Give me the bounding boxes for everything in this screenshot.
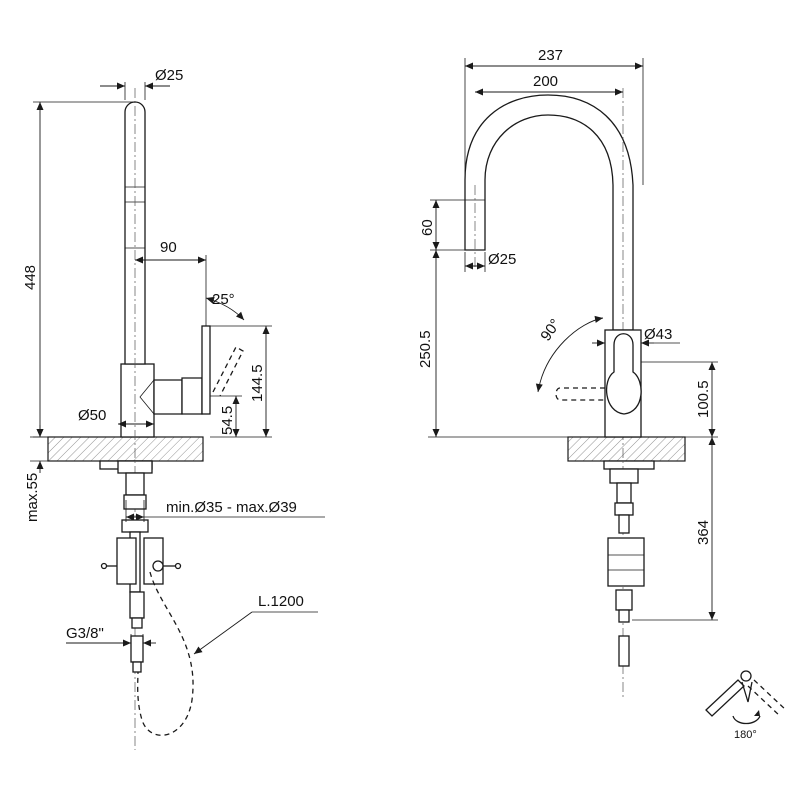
- front-dim-under-length: 364: [695, 520, 712, 545]
- front-dim-lever-angle: 90°: [537, 316, 564, 344]
- front-dim-spray-length: 60: [419, 219, 436, 236]
- side-dim-hole-diameter: min.Ø35 - max.Ø39: [166, 499, 297, 516]
- front-spout: [464, 94, 634, 331]
- side-dim-spout-diameter: Ø25: [155, 67, 183, 84]
- front-countertop: [567, 436, 686, 462]
- front-dim-lever-height: 100.5: [695, 380, 712, 418]
- side-hose: [137, 571, 194, 736]
- side-dim-lever-reach: 90: [160, 239, 177, 256]
- side-lever: [153, 379, 183, 415]
- side-dim-hose-length: L.1200: [258, 593, 304, 610]
- front-dim-spout-height: 250.5: [417, 330, 434, 368]
- front-dim-spout-reach: 200: [533, 73, 558, 90]
- side-view: Ø25 448 90 25° 144.5 54.5 Ø50 max.55: [22, 67, 325, 750]
- rotation-label: 180°: [734, 729, 757, 741]
- front-lever: [605, 333, 642, 415]
- side-dim-thread: G3/8": [66, 625, 104, 642]
- side-dim-base-height: 54.5: [219, 406, 236, 435]
- side-dim-base-diameter: Ø50: [78, 407, 106, 424]
- side-dim-max-deck: max.55: [24, 473, 41, 522]
- front-dim-spray-diameter: Ø25: [488, 251, 516, 268]
- side-body: [120, 363, 155, 438]
- front-dim-overall-width: 237: [538, 47, 563, 64]
- side-dim-lever-height: 144.5: [249, 364, 266, 402]
- front-dim-body-diameter: Ø43: [644, 326, 672, 343]
- side-dim-lever-angle: 25°: [212, 291, 235, 308]
- side-dim-total-height: 448: [22, 265, 39, 290]
- rotation-icon: 180°: [705, 670, 787, 741]
- front-view: 237 200 60 Ø25 250.5 90° Ø43 100.5: [417, 47, 718, 700]
- side-countertop: [47, 436, 204, 462]
